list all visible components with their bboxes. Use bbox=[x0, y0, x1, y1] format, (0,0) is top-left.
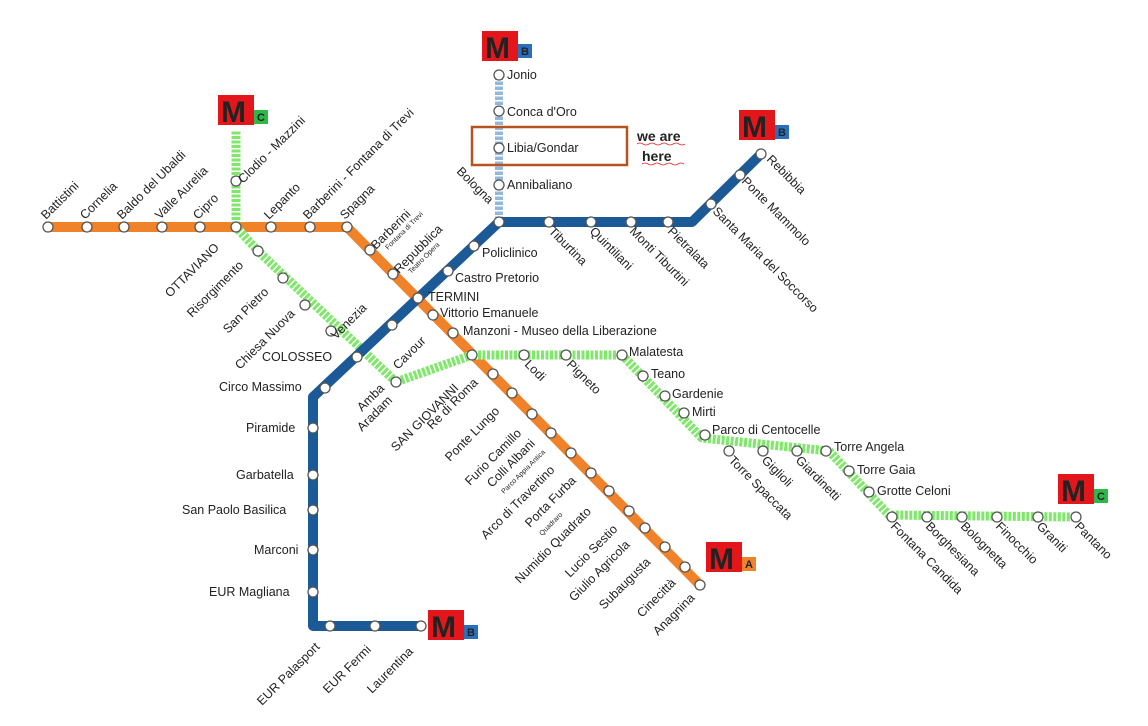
svg-text:M: M bbox=[485, 32, 510, 65]
svg-text:M: M bbox=[709, 543, 734, 576]
label-bologna: Bologna bbox=[454, 164, 496, 206]
label-cornelia: Cornelia bbox=[77, 179, 120, 222]
label-castro-pretorio: Castro Pretorio bbox=[455, 271, 539, 285]
current-location-highlight bbox=[470, 125, 629, 167]
label-circo-massimo: Circo Massimo bbox=[219, 380, 302, 394]
label-annibaliano: Annibaliano bbox=[507, 178, 572, 192]
label-teano: Teano bbox=[651, 367, 685, 381]
we-are-here-line1: we are bbox=[636, 128, 681, 144]
label-cipro: Cipro bbox=[190, 191, 221, 222]
we-are-here-line2: here bbox=[642, 148, 672, 164]
logo-metro-a: M A bbox=[706, 542, 756, 576]
label-conca-doro: Conca d'Oro bbox=[507, 105, 577, 119]
label-tiburtina: Tiburtina bbox=[546, 224, 590, 268]
label-santa-maria-del-soccorso: Santa Maria del Soccorso bbox=[710, 204, 821, 315]
label-torre-gaia: Torre Gaia bbox=[857, 463, 915, 477]
label-marconi: Marconi bbox=[254, 543, 298, 557]
label-torre-angela: Torre Angela bbox=[834, 440, 904, 454]
label-libia-gondar: Libia/Gondar bbox=[507, 141, 579, 155]
svg-text:M: M bbox=[1061, 475, 1086, 508]
svg-text:M: M bbox=[221, 96, 246, 129]
label-termini: TERMINI bbox=[428, 290, 479, 304]
line-c-track bbox=[231, 130, 1077, 522]
station-labels-horizontal: Jonio Conca d'Oro Libia/Gondar Annibalia… bbox=[182, 68, 951, 599]
svg-text:A: A bbox=[745, 559, 753, 571]
logo-metro-b-right: M B bbox=[739, 110, 789, 144]
label-eur-magliana: EUR Magliana bbox=[209, 585, 290, 599]
label-vittorio-emanuele: Vittorio Emanuele bbox=[440, 306, 538, 320]
label-colosseo: COLOSSEO bbox=[262, 350, 332, 364]
label-lepanto: Lepanto bbox=[261, 180, 303, 222]
label-graniti: Graniti bbox=[1034, 519, 1070, 555]
label-gardenie: Gardenie bbox=[672, 387, 723, 401]
label-lodi: Lodi bbox=[522, 357, 549, 384]
label-baldo-degli-ubaldi: Baldo del Ubaldi bbox=[114, 148, 188, 222]
svg-text:B: B bbox=[467, 627, 475, 639]
label-grotte-celoni: Grotte Celoni bbox=[877, 484, 951, 498]
label-pigneto: Pigneto bbox=[564, 357, 604, 397]
svg-text:B: B bbox=[521, 46, 529, 58]
station-markers bbox=[42, 69, 1082, 632]
label-jonio: Jonio bbox=[507, 68, 537, 82]
label-cavour: Cavour bbox=[390, 334, 428, 372]
label-san-giovanni: SAN GIOVANNI bbox=[388, 381, 461, 454]
logo-metro-b-top: M B bbox=[482, 31, 532, 65]
label-pantano: Pantano bbox=[1072, 519, 1115, 562]
label-malatesta: Malatesta bbox=[629, 345, 683, 359]
svg-text:C: C bbox=[1097, 491, 1105, 503]
svg-text:B: B bbox=[778, 127, 786, 139]
label-parco-di-centocelle: Parco di Centocelle bbox=[712, 423, 820, 437]
label-piramide: Piramide bbox=[246, 421, 295, 435]
svg-text:M: M bbox=[431, 611, 456, 644]
logo-metro-b-bottom: M B bbox=[428, 610, 478, 644]
station-labels-diagonal-up: Battistini Cornelia Baldo del Ubaldi Val… bbox=[38, 106, 697, 709]
label-battistini: Battistini bbox=[38, 179, 81, 222]
svg-text:C: C bbox=[257, 112, 265, 124]
label-mirti: Mirti bbox=[692, 405, 716, 419]
label-policlinico: Policlinico bbox=[482, 246, 538, 260]
label-garbatella: Garbatella bbox=[236, 468, 294, 482]
label-san-paolo-basilica: San Paolo Basilica bbox=[182, 503, 286, 517]
label-eur-palasport: EUR Palasport bbox=[254, 639, 323, 708]
logo-metro-c-left: M C bbox=[218, 95, 268, 129]
label-san-pietro: San Pietro bbox=[220, 285, 271, 336]
label-rebibbia: Rebibbia bbox=[764, 152, 809, 197]
logo-metro-c-right: M C bbox=[1058, 474, 1108, 508]
label-manzoni: Manzoni - Museo della Liberazione bbox=[463, 324, 657, 338]
svg-text:M: M bbox=[742, 111, 767, 144]
